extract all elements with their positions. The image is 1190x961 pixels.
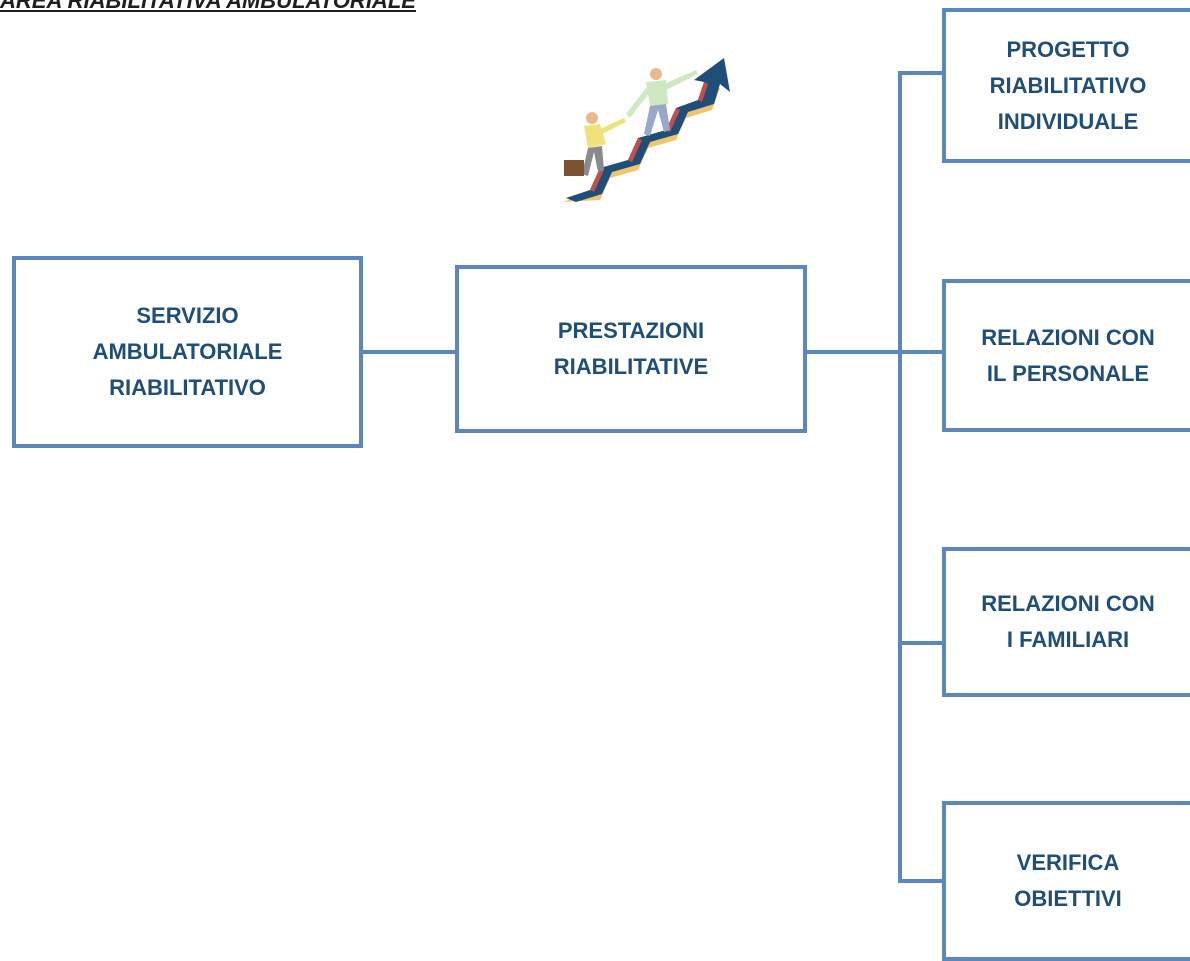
root-node-box: SERVIZIO AMBULATORIALE RIABILITATIVO — [12, 256, 363, 448]
branch-node-box-3: RELAZIONI CON I FAMILIARI — [942, 547, 1190, 697]
page-title: AREA RIABILITATIVA AMBULATORIALE — [0, 0, 416, 13]
branch-node-label-1: PROGETTO RIABILITATIVO INDIVIDUALE — [989, 36, 1147, 134]
branch-node-box-4: VERIFICA OBIETTIVI — [942, 801, 1190, 961]
root-node-label: SERVIZIO AMBULATORIALE RIABILITATIVO — [92, 303, 283, 400]
middle-node-label: PRESTAZIONI RIABILITATIVE — [553, 318, 709, 379]
branch-node-box-2: RELAZIONI CON IL PERSONALE — [942, 279, 1190, 432]
branch-node-label-2: RELAZIONI CON IL PERSONALE — [981, 324, 1155, 386]
middle-node-box: PRESTAZIONI RIABILITATIVE — [455, 265, 807, 433]
people-climbing-stairs-arrow-icon — [562, 58, 730, 202]
branch-node-box-1: PROGETTO RIABILITATIVO INDIVIDUALE — [942, 8, 1190, 163]
branch-node-label-3: RELAZIONI CON I FAMILIARI — [981, 591, 1155, 652]
branch-node-label-4: VERIFICA OBIETTIVI — [1014, 850, 1122, 911]
